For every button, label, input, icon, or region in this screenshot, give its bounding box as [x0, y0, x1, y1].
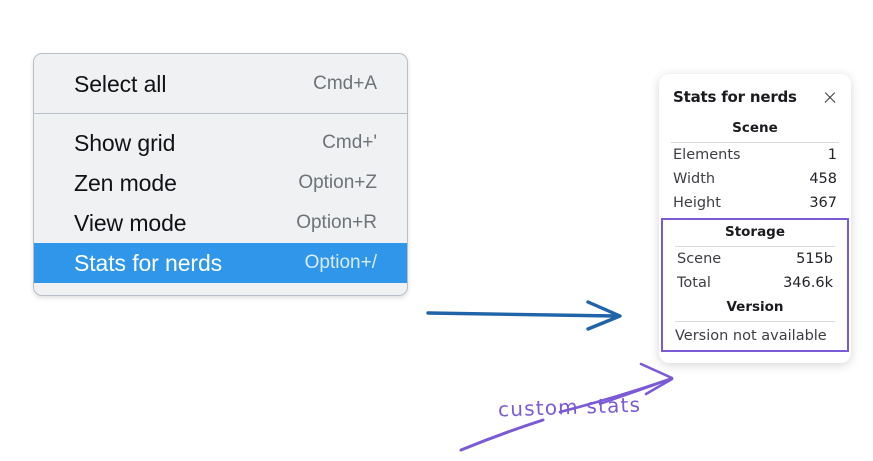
stat-label: Height — [673, 195, 721, 211]
menu-item-view-mode[interactable]: View mode Option+R — [34, 203, 407, 243]
purple-underline-stroke — [459, 418, 545, 452]
section-title-version: Version — [726, 299, 784, 315]
stat-row-height: Height 367 — [659, 191, 851, 215]
section-title-scene: Scene — [732, 120, 778, 136]
menu-item-shortcut: Option+/ — [304, 252, 377, 273]
section-divider — [675, 246, 835, 247]
stat-row-width: Width 458 — [659, 167, 851, 191]
menu-item-shortcut: Option+R — [296, 212, 377, 233]
menu-separator — [34, 113, 407, 114]
stat-value: 346.6k — [783, 275, 833, 291]
stat-row-total: Total 346.6k — [663, 271, 847, 295]
menu-item-shortcut: Option+Z — [298, 172, 377, 193]
menu-item-label: Stats for nerds — [74, 249, 223, 276]
blue-arrow — [426, 300, 622, 331]
stat-row-scene: Scene 515b — [663, 247, 847, 271]
menu-group-2: Show grid Cmd+' Zen mode Option+Z View m… — [34, 114, 407, 295]
menu-item-show-grid[interactable]: Show grid Cmd+' — [34, 123, 407, 163]
annotation-label-custom-stats: custom stats — [497, 392, 642, 422]
menu-item-zen-mode[interactable]: Zen mode Option+Z — [34, 163, 407, 203]
menu-item-label: Zen mode — [74, 169, 177, 196]
section-divider — [671, 142, 839, 143]
menu-item-label: Show grid — [74, 129, 176, 156]
stat-value: 1 — [827, 147, 837, 163]
menu-item-select-all[interactable]: Select all Cmd+A — [34, 64, 407, 104]
context-menu[interactable]: Select all Cmd+A Show grid Cmd+' Zen mod… — [33, 53, 408, 296]
stats-section-scene: Scene Elements 1 Width 458 Height 367 — [659, 116, 851, 215]
menu-item-label: View mode — [74, 209, 187, 236]
stats-panel-header: Stats for nerds — [659, 84, 851, 116]
menu-item-label: Select all — [74, 70, 167, 97]
stat-value: 458 — [809, 171, 837, 187]
stats-section-version: Version Version not available — [663, 295, 847, 346]
stat-label: Total — [677, 275, 711, 291]
stat-value: 515b — [796, 251, 833, 267]
menu-item-shortcut: Cmd+' — [322, 132, 377, 153]
menu-group-1: Select all Cmd+A — [34, 54, 407, 113]
stats-panel-title: Stats for nerds — [673, 88, 797, 106]
stat-value: 367 — [809, 195, 837, 211]
menu-item-stats-for-nerds[interactable]: Stats for nerds Option+/ — [34, 243, 407, 283]
stats-section-storage: Storage Scene 515b Total 346.6k — [663, 220, 847, 295]
section-title-storage: Storage — [724, 224, 786, 240]
stat-row-version-unavailable: Version not available — [675, 328, 827, 344]
section-divider — [675, 321, 835, 322]
custom-stats-highlight-box: Storage Scene 515b Total 346.6k Version … — [661, 218, 849, 352]
stats-for-nerds-panel: Stats for nerds Scene Elements 1 Width 4… — [659, 74, 851, 363]
stat-label: Elements — [673, 147, 741, 163]
stat-row-elements: Elements 1 — [659, 143, 851, 167]
close-icon[interactable] — [822, 90, 837, 105]
menu-item-shortcut: Cmd+A — [313, 73, 377, 94]
stat-label: Scene — [677, 251, 722, 267]
stat-label: Width — [673, 171, 716, 187]
